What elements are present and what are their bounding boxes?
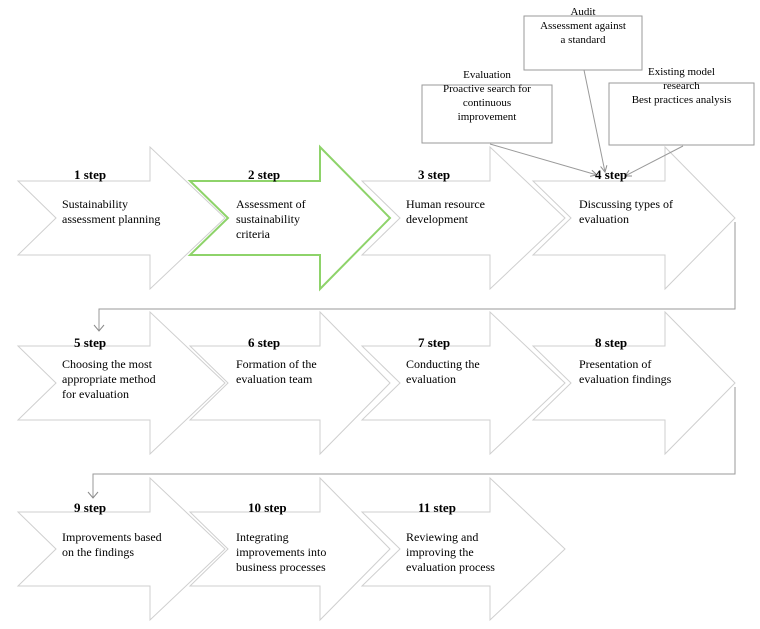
step-arrow-11: [360, 476, 566, 622]
step-arrow-7: [360, 310, 566, 456]
note-pointer-1: [489, 143, 598, 176]
note-line: improvement: [457, 111, 517, 123]
step-arrow-8: [531, 310, 736, 456]
step-title-9: 9 step: [74, 500, 107, 515]
step-description-line: for evaluation: [62, 387, 129, 401]
step-arrow-3: [360, 145, 566, 291]
step-description-line: Reviewing and: [406, 530, 479, 544]
step-title-8: 8 step: [595, 335, 628, 350]
step-arrow-6: [188, 310, 391, 456]
step-description-line: improvements into: [236, 545, 327, 559]
step-description-line: Presentation of: [579, 357, 652, 371]
step-title-4: 4 step: [595, 167, 628, 182]
step-description-line: evaluation: [406, 372, 456, 386]
step-arrow-4: [531, 145, 736, 291]
evaluation-notes: [421, 15, 755, 177]
step-description-line: sustainability: [236, 212, 300, 226]
note-box-2: [523, 15, 643, 71]
note-pointer-arrowhead: [590, 169, 599, 177]
step-description-line: evaluation team: [236, 372, 313, 386]
note-line: Existing model: [648, 66, 715, 78]
note-pointer-2: [583, 69, 606, 173]
connector-row2-to-row3: [92, 387, 736, 498]
step-title-3: 3 step: [418, 167, 451, 182]
step-description-line: improving the: [406, 545, 474, 559]
step-arrow-5: [16, 310, 226, 456]
step-title-10: 10 step: [248, 500, 287, 515]
note-line: Proactive search for: [443, 83, 531, 95]
step-arrow-1: [16, 145, 226, 291]
step-arrow-2: [187, 144, 392, 292]
note-pointer-arrowhead: [600, 165, 608, 174]
step-description-line: Human resource: [406, 197, 485, 211]
step-description-line: Improvements based: [62, 530, 162, 544]
step-description-line: assessment planning: [62, 212, 161, 226]
step-title-2: 2 step: [248, 167, 281, 182]
step-description-line: on the findings: [62, 545, 134, 559]
step-description-line: evaluation findings: [579, 372, 672, 386]
note-line: Best practices analysis: [631, 94, 732, 106]
note-pointer-arrowhead: [624, 170, 632, 177]
step-description-line: evaluation process: [406, 560, 495, 574]
step-arrow-9: [16, 476, 226, 622]
note-line: continuous: [462, 97, 512, 109]
step-title-11: 11 step: [418, 500, 456, 515]
note-pointer-3: [624, 145, 684, 177]
step-arrow-10: [188, 476, 391, 622]
note-line: Assessment against: [540, 20, 626, 32]
step-title-1: 1 step: [74, 167, 107, 182]
step-title-7: 7 step: [418, 335, 451, 350]
step-description-line: Discussing types of: [579, 197, 673, 211]
connector-row1-to-row2: [98, 222, 736, 330]
note-box-1: [421, 84, 553, 144]
step-description-line: Integrating: [236, 530, 289, 544]
step-arrows: [16, 144, 736, 622]
step-description-line: Formation of the: [236, 357, 317, 371]
step-description-line: development: [406, 212, 468, 226]
step-description-line: appropriate method: [62, 372, 156, 386]
step-description-line: Sustainability: [62, 197, 128, 211]
step-description-line: Conducting the: [406, 357, 480, 371]
note-box-3: [608, 82, 755, 146]
note-line: research: [663, 80, 700, 92]
note-line: Evaluation: [463, 69, 511, 81]
step-title-5: 5 step: [74, 335, 107, 350]
step-description-line: Assessment of: [236, 197, 306, 211]
connector-arrowhead: [93, 324, 105, 332]
row-connectors: [87, 222, 736, 499]
step-description-line: business processes: [236, 560, 326, 574]
step-title-6: 6 step: [248, 335, 281, 350]
step-description-line: criteria: [236, 227, 270, 241]
note-line: a standard: [560, 34, 606, 46]
note-line: Audit: [570, 6, 596, 18]
connector-arrowhead: [87, 491, 99, 499]
step-description-line: Choosing the most: [62, 357, 153, 371]
step-description-line: evaluation: [579, 212, 629, 226]
